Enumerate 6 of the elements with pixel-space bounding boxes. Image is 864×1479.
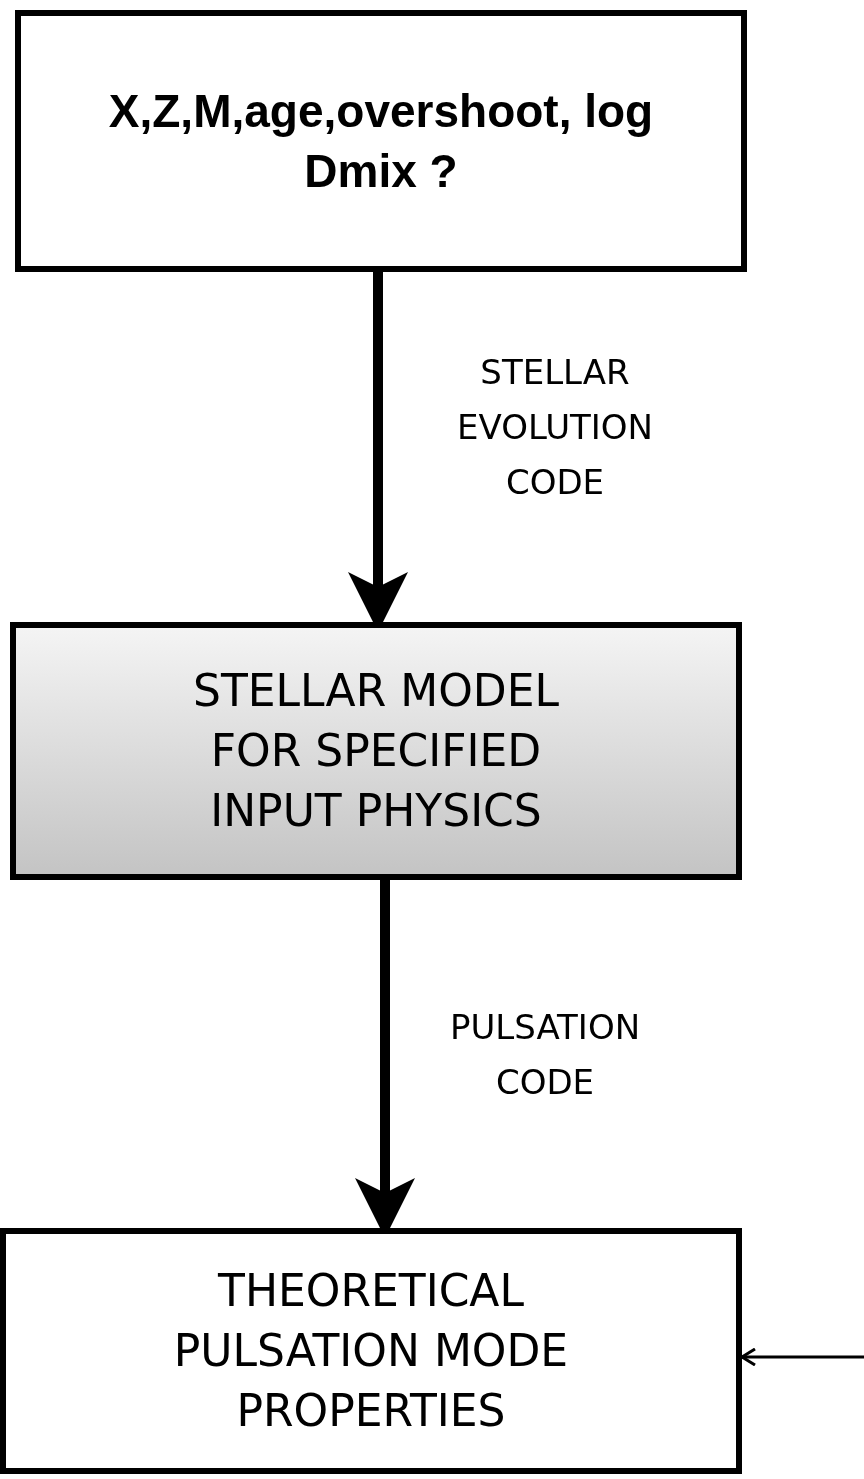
box-text: X,Z,M,age,overshoot, log Dmix ? — [107, 84, 655, 199]
box-text: THEORETICAL PULSATION MODE PROPERTIES — [172, 1264, 570, 1438]
box-text: STELLAR MODEL FOR SPECIFIED INPUT PHYSICS — [191, 664, 561, 838]
process-box — [10, 622, 742, 880]
process-box — [15, 10, 747, 272]
process-box — [0, 1228, 742, 1474]
